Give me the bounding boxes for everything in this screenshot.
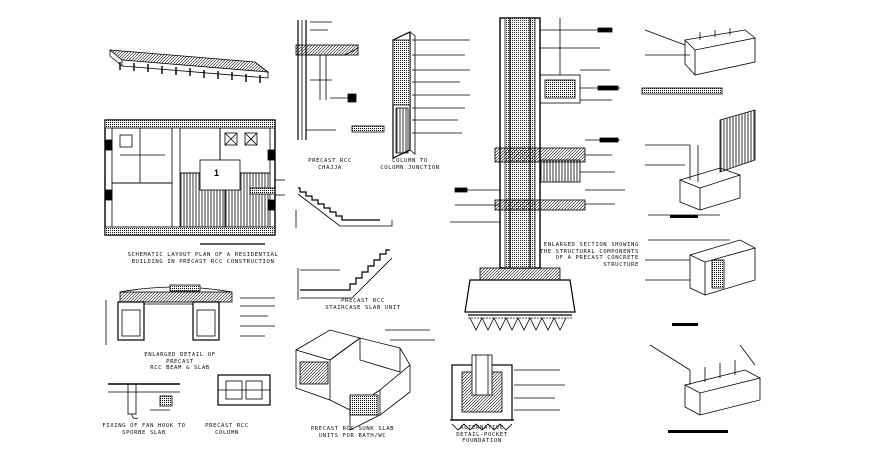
slab-panel-3d: [108, 49, 270, 83]
caption-staircase: PRECAST RCC STAIRCASE SLAB UNIT: [325, 298, 401, 311]
caption-sunk-slab: PRECAST RCC SUNK SLAB UNITS FOR BATH/WC: [310, 426, 395, 439]
precast-column-detail: [217, 374, 271, 406]
column-junction: [392, 31, 470, 159]
beam-connection-3d-1: [641, 28, 756, 95]
caption-enlarged-section: ENLARGED SECTION SHOWING THE STRUCTURAL …: [539, 242, 639, 268]
staircase-lower: [297, 249, 393, 300]
chajja-section: [295, 20, 385, 140]
beam-connection-3d-2: [645, 109, 756, 216]
layout-plan: [104, 119, 285, 245]
caption-pocket-foundation: ALTERNATIVE DETAIL-POCKET FOUNDATION: [456, 425, 508, 445]
beam-connection-3d-3: [645, 239, 757, 296]
caption-fan-hook: FIXING OF FAN HOOK TO SPORBE SLAB: [102, 423, 186, 436]
caption-precast-column: PRECAST RCC COLUMN: [205, 423, 249, 436]
caption-beam-slab: ENLARGED DETAIL OF PRECAST RCC BEAM & SL…: [144, 352, 216, 372]
beam-slab-detail: [105, 284, 275, 345]
main-column-section: [450, 17, 625, 331]
sunk-slab-3d: [295, 329, 435, 431]
plan-room-label: 1: [214, 168, 219, 178]
caption-chajja: PRECAST RCC CHAJJA: [308, 158, 352, 171]
caption-column-junction: COLUMN TO COLUMN JUNCTION: [380, 158, 440, 171]
staircase-upper: [295, 187, 393, 228]
caption-layout-plan: SCHEMATIC LAYOUT PLAN OF A RESIDENTIAL B…: [127, 252, 279, 265]
beam-connection-3d-4: [649, 344, 762, 416]
fan-hook-detail: [108, 383, 180, 419]
pocket-foundation: [450, 354, 565, 431]
caption-bars: [668, 215, 728, 433]
